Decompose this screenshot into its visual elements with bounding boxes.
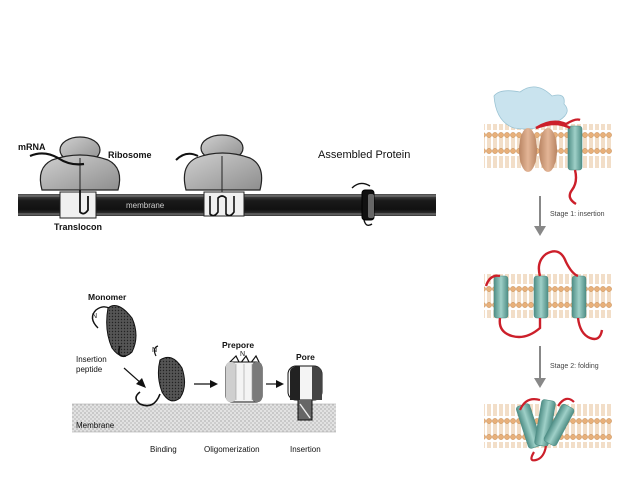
arrow-to-pore (266, 380, 284, 388)
ribosome-right (493, 86, 568, 172)
prepore-n-label: N (240, 351, 245, 358)
mrna-label: mRNA (18, 142, 46, 152)
prepore (225, 354, 263, 403)
oligomerization-label: Oligomerization (204, 445, 260, 454)
insertion-label: Insertion (290, 445, 321, 454)
insertion-peptide-label-2: peptide (76, 365, 103, 374)
folded-helix-bundle (516, 399, 575, 449)
pore-label: Pore (296, 352, 315, 362)
stage2-label: Stage 2: folding (550, 363, 599, 370)
stage1-arrow (534, 196, 546, 236)
monomer-n-label: N (92, 313, 97, 320)
mrna-strand (29, 152, 85, 166)
nascent-chain-1 (535, 118, 581, 206)
assembled-protein (351, 182, 375, 227)
stage1-label: Stage 1: insertion (550, 211, 605, 218)
pore-formation-panel: Monomer N Insertion peptide N Prepore N … (72, 292, 336, 454)
inserted-helices-2 (493, 275, 587, 319)
bound-monomer (135, 345, 186, 407)
loops-2 (484, 250, 604, 341)
ribosome-1 (39, 136, 121, 192)
assembled-protein-label: Assembled Protein (318, 149, 410, 161)
translocon-1 (59, 190, 97, 219)
bound-n-label: N (152, 347, 157, 354)
translocon-label: Translocon (54, 222, 102, 232)
ribosome-2 (175, 134, 263, 192)
translocon-2 (203, 191, 245, 217)
monomer-label: Monomer (88, 292, 127, 302)
insertion-peptide-label-1: Insertion (76, 355, 107, 364)
inserted-helix-1 (567, 125, 583, 171)
prepore-label: Prepore (222, 340, 254, 350)
pore (287, 365, 323, 421)
toxin-membrane-label: Membrane (76, 421, 115, 430)
arrow-to-binding (123, 367, 146, 388)
toxin-membrane (72, 404, 336, 432)
ribosome-label: Ribosome (108, 150, 152, 160)
two-stage-panel: Stage 1: insertion Stage 2: folding (484, 86, 612, 462)
membrane-label: membrane (126, 201, 165, 210)
binding-label: Binding (150, 445, 177, 454)
stage2-arrow (534, 346, 546, 388)
cotranslational-panel: mRNA Ribosome Translocon membrane Assemb… (18, 134, 436, 232)
loops-3 (518, 397, 575, 462)
monomer (91, 305, 137, 358)
arrow-to-prepore (194, 380, 218, 388)
